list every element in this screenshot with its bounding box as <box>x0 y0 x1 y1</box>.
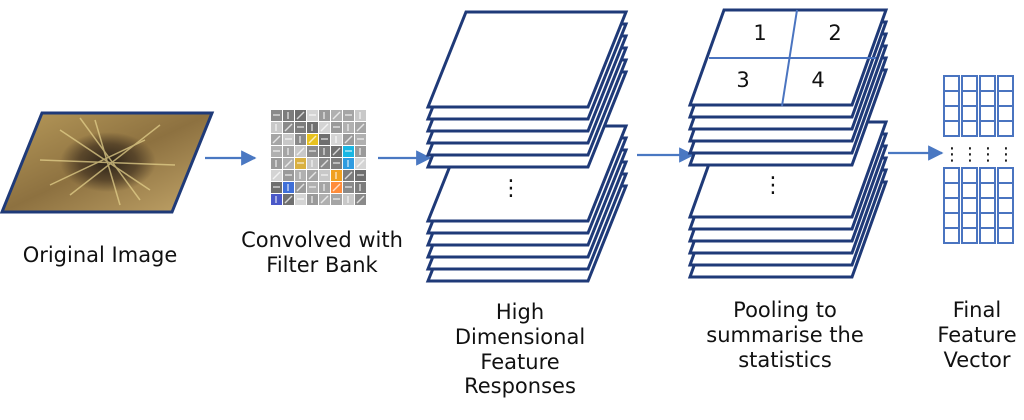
filter-stroke <box>284 123 293 132</box>
quadrant-divider-v <box>781 9 798 107</box>
label-high-dimensional: High Dimensional Feature Responses <box>430 300 610 399</box>
vector-cell <box>997 90 1014 107</box>
vector-cell <box>997 105 1014 122</box>
vector-cell <box>979 167 996 184</box>
filter-stroke <box>296 147 305 156</box>
vector-ellipsis: ⋮ <box>997 144 1015 165</box>
vector-cell <box>943 75 960 92</box>
vector-cell <box>979 182 996 199</box>
vector-cell <box>943 167 960 184</box>
quadrant-1: 1 <box>753 21 766 45</box>
label-high-dim-line: Dimensional <box>454 324 586 349</box>
label-high-dim-line: Responses <box>464 374 576 399</box>
vector-cell <box>943 227 960 244</box>
filter-stroke <box>332 183 341 192</box>
filter-stroke <box>272 171 281 180</box>
vector-cell <box>961 120 978 137</box>
filter-stroke <box>320 195 329 204</box>
label-final-line: Feature <box>937 322 1017 347</box>
vector-cell <box>979 227 996 244</box>
vector-cell <box>997 212 1014 229</box>
vector-cell <box>997 197 1014 214</box>
label-high-dim-line: High <box>495 300 545 324</box>
filter-stroke <box>332 147 341 156</box>
stack-sheet <box>425 10 629 109</box>
vector-cell <box>961 167 978 184</box>
label-pooling-line: summarise the <box>706 322 864 347</box>
filter-stroke <box>332 111 341 120</box>
filter-bank-image <box>271 110 366 205</box>
stack1-ellipsis: ⋮ <box>500 176 522 201</box>
vector-cell <box>961 75 978 92</box>
vector-cell <box>943 182 960 199</box>
vector-cell <box>997 167 1014 184</box>
filter-stroke <box>320 123 329 132</box>
vector-cell <box>961 105 978 122</box>
vector-cell <box>979 90 996 107</box>
vector-cell <box>997 227 1014 244</box>
vector-cell <box>961 212 978 229</box>
quadrant-3: 3 <box>736 68 749 92</box>
vector-cell <box>979 120 996 137</box>
vector-cell <box>979 75 996 92</box>
label-convolved-line1: Convolved with <box>241 228 403 252</box>
label-convolved-line2: Filter Bank <box>266 252 378 277</box>
label-final-vector: Final Feature Vector <box>930 298 1024 372</box>
filter-stroke <box>356 159 365 168</box>
vector-cell <box>961 227 978 244</box>
feature-response-stack <box>425 10 629 283</box>
filter-stroke <box>284 195 293 204</box>
vector-cell <box>997 75 1014 92</box>
label-original-image: Original Image <box>22 243 178 267</box>
label-pooling: Pooling to summarise the statistics <box>690 298 880 372</box>
vector-ellipsis: ⋮ <box>943 144 961 165</box>
vector-cell <box>961 197 978 214</box>
filter-stroke <box>296 111 305 120</box>
vector-cell <box>997 182 1014 199</box>
label-high-dim-line: Feature <box>480 349 560 374</box>
filter-stroke <box>356 123 365 132</box>
label-final-line: Vector <box>943 347 1011 372</box>
filter-stroke <box>320 159 329 168</box>
vector-cell <box>961 90 978 107</box>
vector-ellipsis: ⋮ <box>961 144 979 165</box>
vector-cell <box>943 197 960 214</box>
vector-cell <box>997 120 1014 137</box>
filter-stroke <box>308 171 317 180</box>
vector-cell <box>961 182 978 199</box>
filter-stroke <box>344 171 353 180</box>
filter-stroke <box>356 195 365 204</box>
label-pooling-line: statistics <box>738 347 832 372</box>
vector-cell <box>979 212 996 229</box>
vector-cell <box>979 197 996 214</box>
final-feature-vector <box>943 75 1014 244</box>
label-pooling-line: Pooling to <box>733 298 837 322</box>
filter-stroke <box>344 135 353 144</box>
quadrant-4: 4 <box>811 68 824 92</box>
filter-stroke <box>308 135 317 144</box>
stack2-ellipsis: ⋮ <box>762 173 784 198</box>
vector-cell <box>943 90 960 107</box>
vector-ellipsis: ⋮ <box>979 144 997 165</box>
filter-stroke <box>284 159 293 168</box>
label-convolved: Convolved with Filter Bank <box>222 228 422 278</box>
vector-cell <box>943 120 960 137</box>
vector-cell <box>943 212 960 229</box>
vector-cell <box>979 105 996 122</box>
filter-stroke <box>272 135 281 144</box>
label-final-line: Final <box>952 298 1002 322</box>
quadrant-2: 2 <box>828 21 841 45</box>
vector-cell <box>943 105 960 122</box>
original-image <box>0 111 215 214</box>
vector-ellipsis-row: ⋮ ⋮ ⋮ ⋮ <box>943 144 1015 165</box>
pooling-stack <box>687 8 889 279</box>
filter-stroke <box>296 183 305 192</box>
